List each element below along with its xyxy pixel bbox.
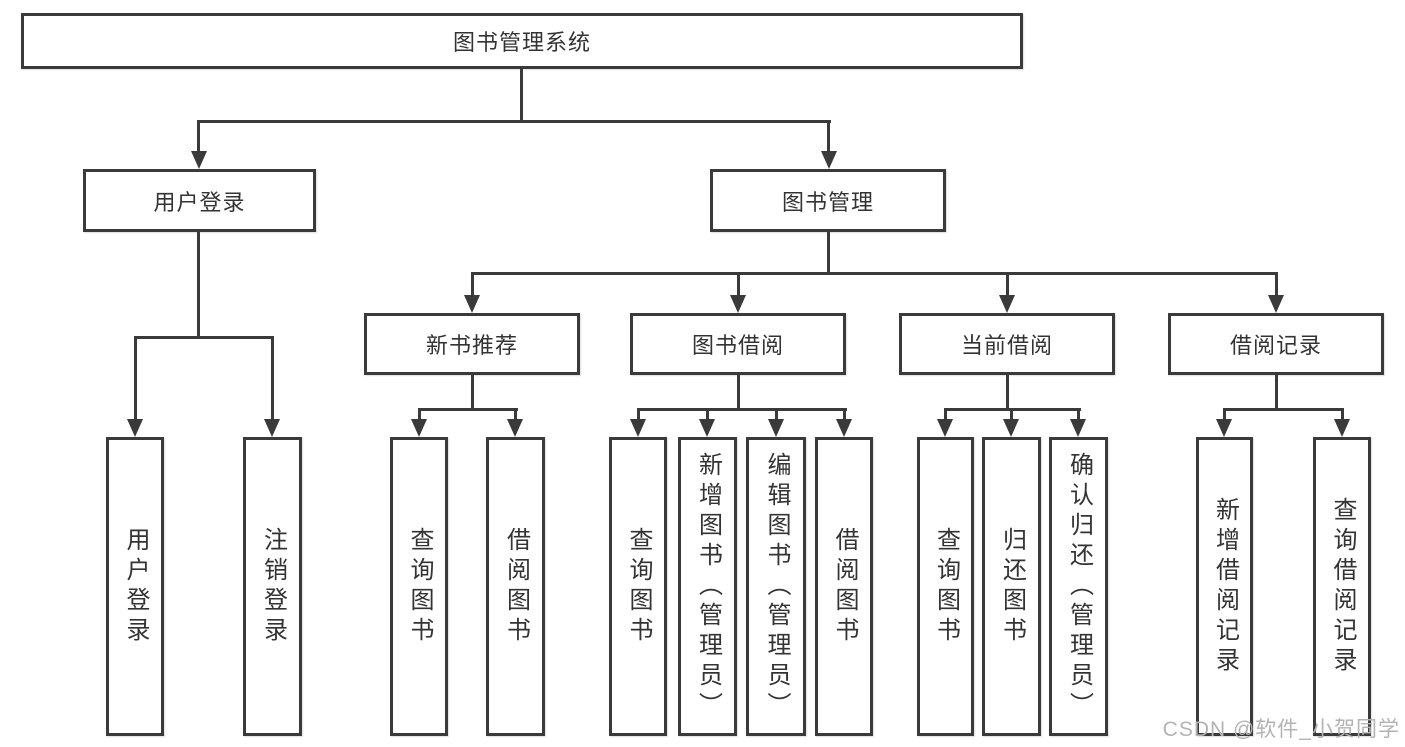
connector-line: [197, 120, 200, 154]
connector-line: [843, 408, 846, 422]
connector-line: [1077, 408, 1080, 422]
arrow-down-icon: [127, 419, 143, 437]
connector-line: [197, 120, 831, 123]
leaf-label: 确认归还（管理员）: [1065, 451, 1093, 722]
leaf-user-login: 用户登录: [106, 437, 164, 736]
connector-line: [827, 120, 830, 154]
arrow-down-icon: [836, 419, 852, 437]
arrow-down-icon: [1003, 419, 1019, 437]
connector-line: [706, 408, 709, 422]
connector-line: [1006, 375, 1009, 410]
node-book-borrow: 图书借阅: [630, 313, 846, 375]
connector-line: [827, 231, 830, 274]
leaf-label: 归还图书: [998, 526, 1026, 647]
leaf-label: 新增图书（管理员）: [694, 451, 722, 722]
leaf-recommend-borrow-books: 借阅图书: [486, 437, 545, 736]
arrow-down-icon: [699, 419, 715, 437]
arrow-down-icon: [1070, 419, 1086, 437]
connector-line: [944, 408, 947, 422]
leaf-records-query-record: 查询借阅记录: [1313, 437, 1371, 736]
arrow-down-icon: [999, 295, 1015, 313]
arrow-down-icon: [937, 419, 953, 437]
leaf-current-query-books: 查询图书: [917, 437, 974, 736]
leaf-label: 查询借阅记录: [1329, 496, 1356, 677]
connector-line: [637, 408, 640, 422]
arrow-down-icon: [1216, 419, 1232, 437]
leaf-label: 查询图书: [625, 526, 652, 647]
node-label: 当前借阅: [960, 333, 1053, 358]
connector-line: [1010, 408, 1013, 422]
node-label: 用户登录: [153, 189, 246, 215]
node-label: 图书管理系统: [452, 30, 591, 55]
connector-line: [271, 336, 274, 422]
connector-line: [471, 272, 1277, 275]
leaf-borrow-edit-books-admin: 编辑图书（管理员）: [746, 437, 806, 736]
node-label: 图书管理: [781, 189, 874, 215]
leaf-recommend-query-books: 查询图书: [390, 437, 448, 736]
connector-line: [418, 408, 518, 411]
arrow-down-icon: [411, 419, 427, 437]
connector-line: [418, 408, 421, 422]
leaf-label: 借阅图书: [831, 526, 858, 647]
arrow-down-icon: [630, 419, 646, 437]
leaf-records-add-record: 新增借阅记录: [1196, 437, 1253, 736]
leaf-label: 借阅图书: [502, 526, 530, 647]
node-new-book-recommend: 新书推荐: [364, 313, 580, 375]
arrow-down-icon: [768, 419, 784, 437]
leaf-label: 用户登录: [122, 526, 149, 647]
connector-line: [520, 69, 523, 123]
leaf-current-confirm-return-admin: 确认归还（管理员）: [1049, 437, 1108, 736]
leaf-label: 注销登录: [259, 526, 287, 647]
arrow-down-icon: [821, 151, 837, 169]
leaf-label: 新增借阅记录: [1211, 496, 1239, 677]
leaf-borrow-add-books-admin: 新增图书（管理员）: [678, 437, 737, 736]
connector-line: [471, 375, 474, 410]
leaf-label: 查询图书: [932, 526, 960, 647]
connector-line: [1006, 272, 1009, 298]
connector-line: [134, 336, 137, 422]
arrow-down-icon: [464, 295, 480, 313]
connector-line: [1223, 408, 1226, 422]
arrow-down-icon: [730, 295, 746, 313]
connector-line: [1223, 408, 1344, 411]
leaf-current-return-books: 归还图书: [982, 437, 1041, 736]
arrow-down-icon: [191, 151, 207, 169]
csdn-watermark: CSDN @软件_小贺同学: [1162, 718, 1400, 741]
leaf-borrow-query-books: 查询图书: [609, 437, 667, 736]
arrow-down-icon: [264, 419, 280, 437]
node-label: 新书推荐: [425, 333, 518, 358]
connector-line: [514, 408, 517, 422]
connector-line: [471, 272, 474, 298]
connector-line: [1341, 408, 1344, 422]
connector-line: [637, 408, 847, 411]
node-label: 图书借阅: [691, 333, 784, 358]
connector-line: [134, 336, 274, 339]
node-book-management: 图书管理: [710, 169, 946, 232]
node-current-borrow: 当前借阅: [899, 313, 1115, 375]
node-root: 图书管理系统: [21, 13, 1023, 69]
connector-line: [737, 272, 740, 298]
node-user-login: 用户登录: [83, 169, 316, 232]
connector-line: [197, 231, 200, 339]
leaf-label: 查询图书: [406, 526, 433, 647]
connector-line: [1275, 272, 1278, 298]
connector-line: [775, 408, 778, 422]
arrow-down-icon: [1268, 295, 1284, 313]
leaf-label: 编辑图书（管理员）: [763, 451, 790, 722]
connector-line: [737, 375, 740, 410]
leaf-borrow-borrow-books: 借阅图书: [815, 437, 873, 736]
connector-line: [1275, 375, 1278, 410]
leaf-logout: 注销登录: [243, 437, 302, 736]
node-borrow-records: 借阅记录: [1168, 313, 1384, 375]
arrow-down-icon: [507, 419, 523, 437]
arrow-down-icon: [1334, 419, 1350, 437]
node-label: 借阅记录: [1229, 333, 1322, 358]
